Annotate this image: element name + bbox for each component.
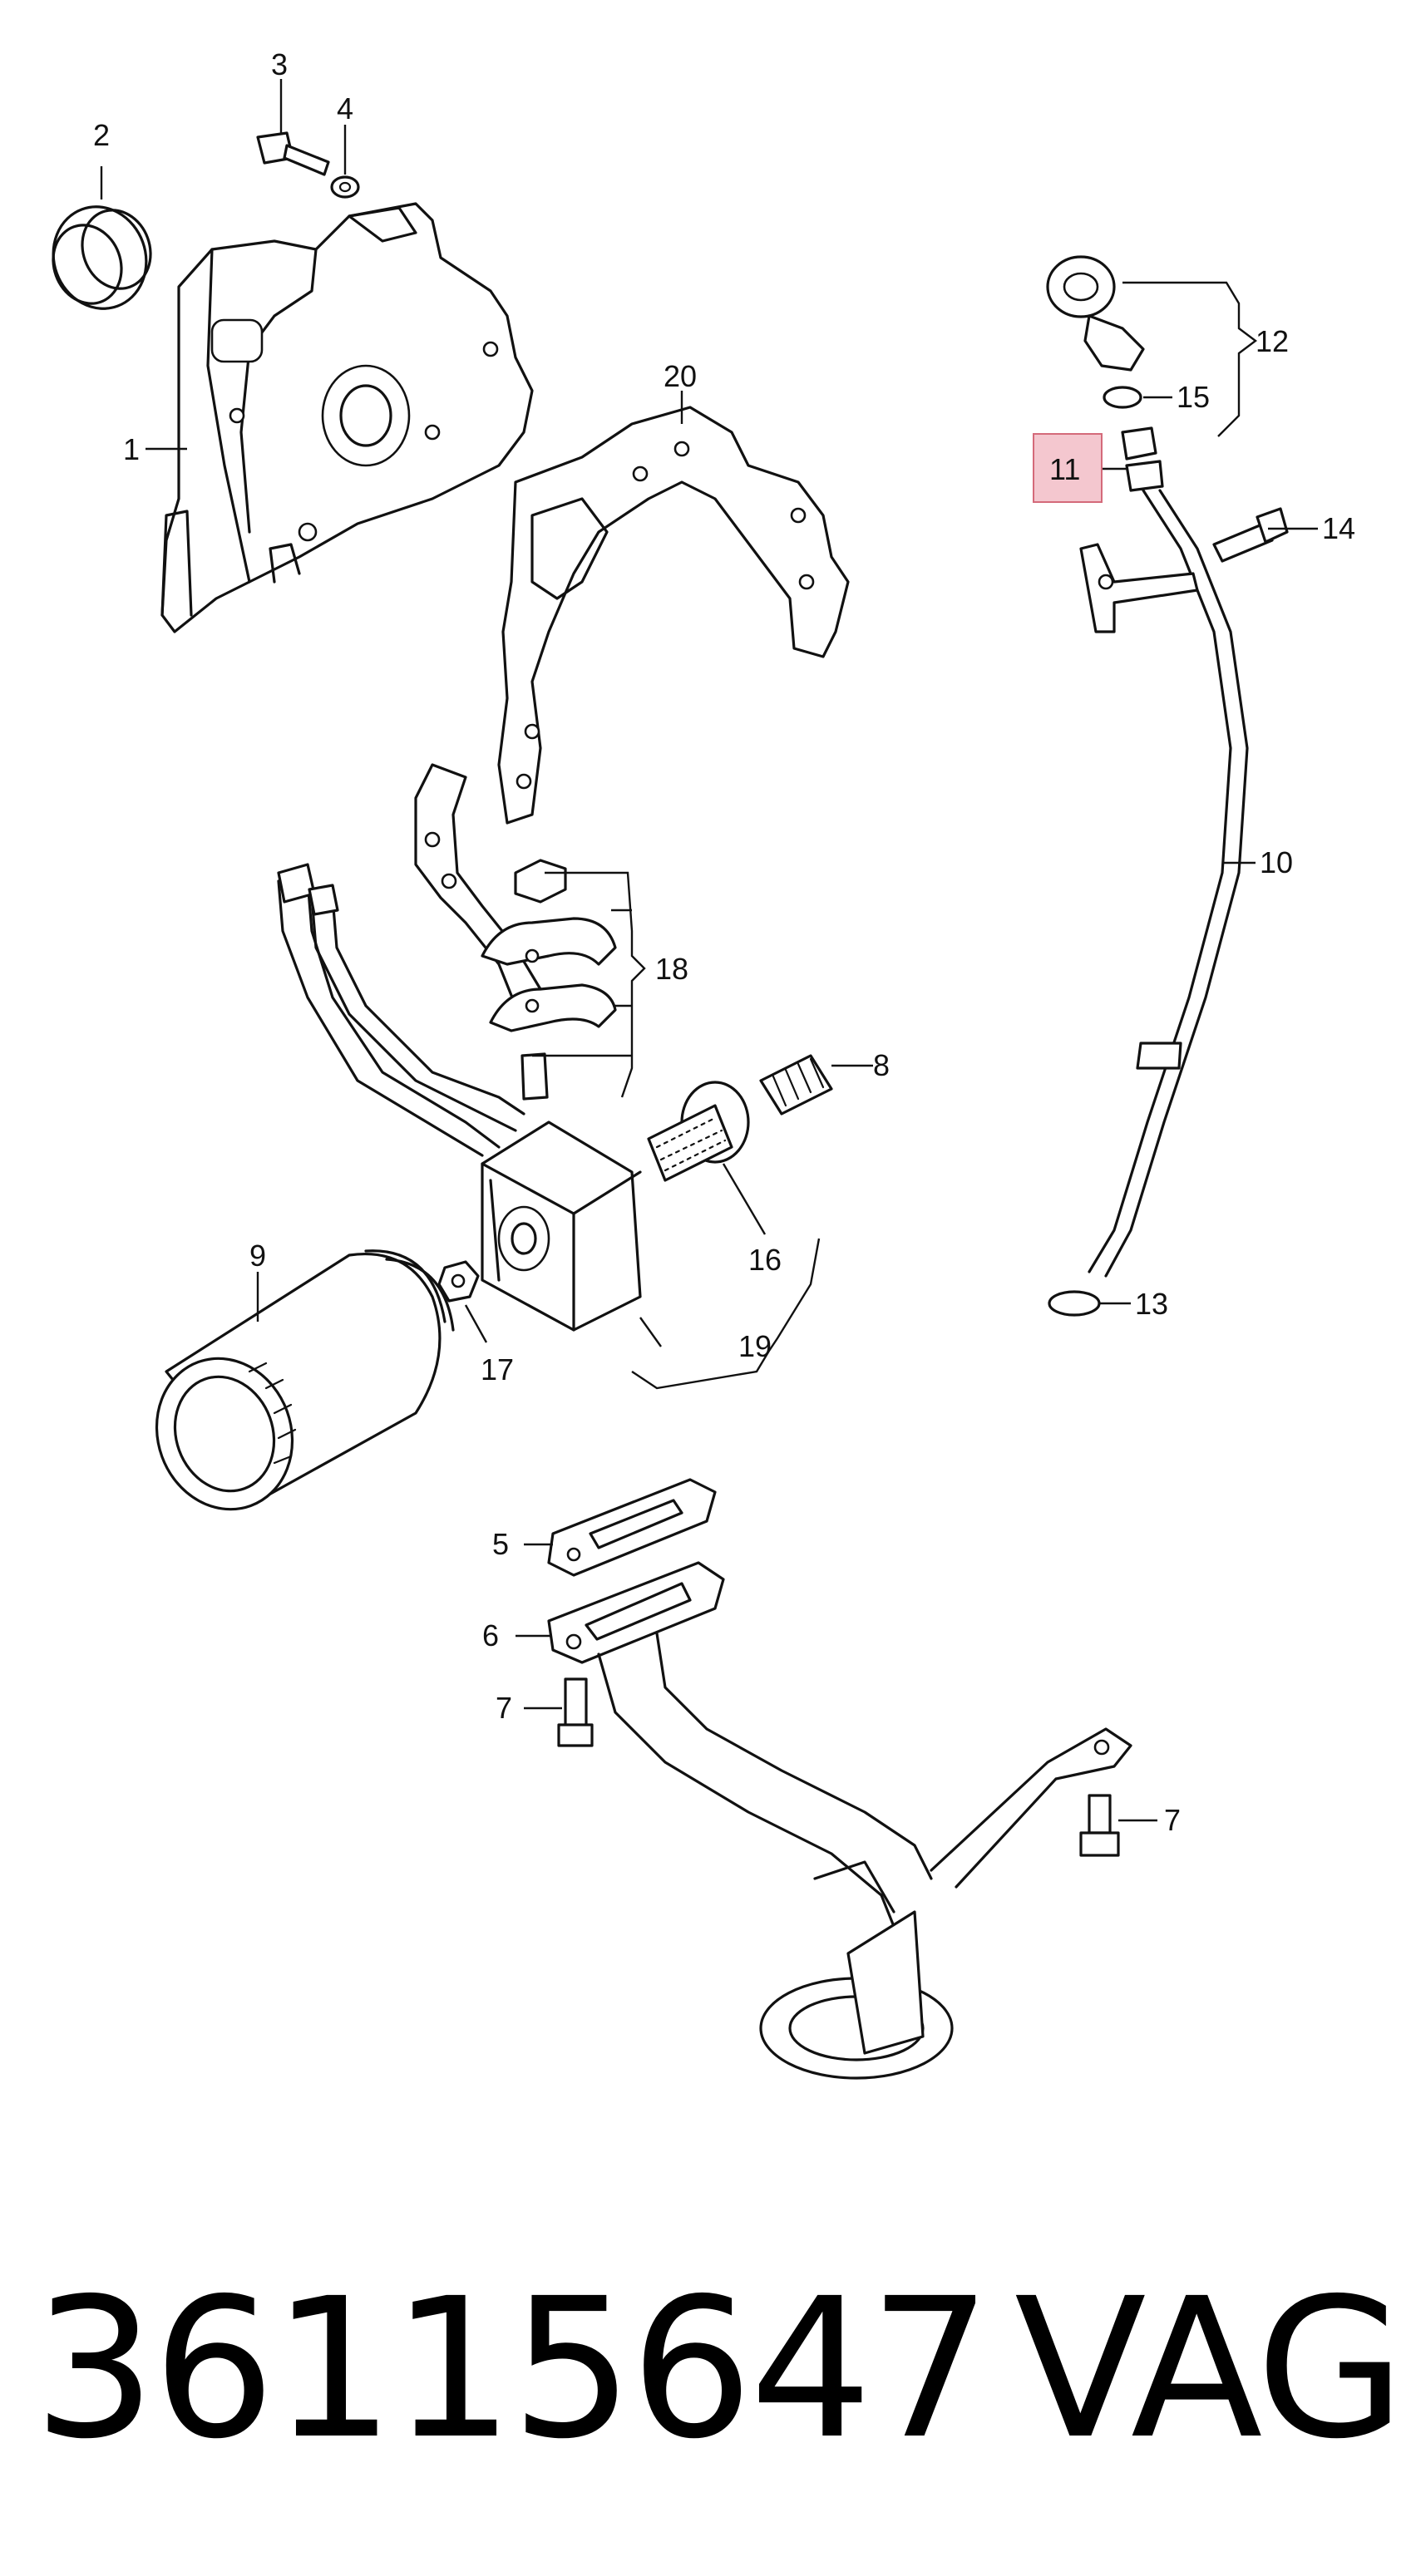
tube-o-ring [1048, 1290, 1101, 1317]
part-number: 36115647 [33, 2257, 992, 2481]
callout-3: 3 [271, 47, 288, 81]
callout-11: 11 [1049, 452, 1080, 486]
clamp-assembly [481, 859, 617, 1101]
dipstick-tube [1079, 489, 1249, 1278]
pump-bore [321, 364, 411, 467]
bracket-12 [1122, 281, 1257, 437]
timing-cover-gasket [497, 406, 850, 825]
callout-13: 13 [1135, 1287, 1168, 1321]
callout-20: 20 [664, 359, 697, 393]
callout-11-highlight [1033, 433, 1103, 503]
callout-2: 2 [93, 118, 110, 152]
oil-lines [277, 863, 525, 1157]
callout-5: 5 [492, 1527, 509, 1561]
callout-16: 16 [748, 1243, 782, 1277]
callout-6: 6 [482, 1618, 499, 1652]
callout-7a: 7 [496, 1691, 512, 1725]
oil-pump-housing [160, 202, 534, 633]
washer [330, 175, 360, 199]
footer: 36115647 VAG [0, 2244, 1411, 2494]
bolt-right [1088, 1794, 1112, 1835]
seal-ring [52, 205, 152, 310]
dipstick-handle [1046, 255, 1145, 372]
callout-9: 9 [249, 1239, 266, 1273]
bracket-18 [532, 871, 646, 1098]
bracket-19 [631, 1238, 821, 1390]
callout-7b: 7 [1164, 1803, 1181, 1837]
pickup-gasket [547, 1478, 717, 1577]
callout-4: 4 [337, 91, 353, 126]
callout-18: 18 [655, 952, 688, 986]
nut [514, 859, 567, 904]
pressure-spring [759, 1054, 833, 1116]
callout-12: 12 [1256, 324, 1289, 358]
clamp-bolt [520, 1052, 549, 1101]
o-ring [1103, 386, 1142, 409]
bolt [256, 131, 330, 176]
callout-15: 15 [1177, 380, 1210, 414]
tube-bracket [1079, 543, 1199, 633]
dipstick-seal [1121, 426, 1164, 492]
callout-1: 1 [123, 432, 140, 466]
callout-8: 8 [873, 1048, 890, 1082]
callout-labels: 1 2 3 4 5 6 7 7 8 9 10 11 12 13 14 15 16… [93, 47, 1355, 1837]
oil-filter [155, 1249, 455, 1511]
brand-label: VAG [1014, 2257, 1405, 2481]
oil-pickup-tube [597, 1632, 1132, 2080]
pickup-flange [547, 1561, 725, 1664]
callout-19: 19 [738, 1329, 772, 1363]
filter-screen [647, 1081, 750, 1182]
oil-cooler [481, 1121, 642, 1332]
callout-10: 10 [1260, 845, 1293, 879]
callout-14: 14 [1322, 511, 1355, 545]
tube-bolt [1212, 507, 1289, 563]
bolt-left [564, 1677, 588, 1731]
callout-17: 17 [481, 1352, 514, 1387]
leader-lines [100, 79, 1318, 1822]
